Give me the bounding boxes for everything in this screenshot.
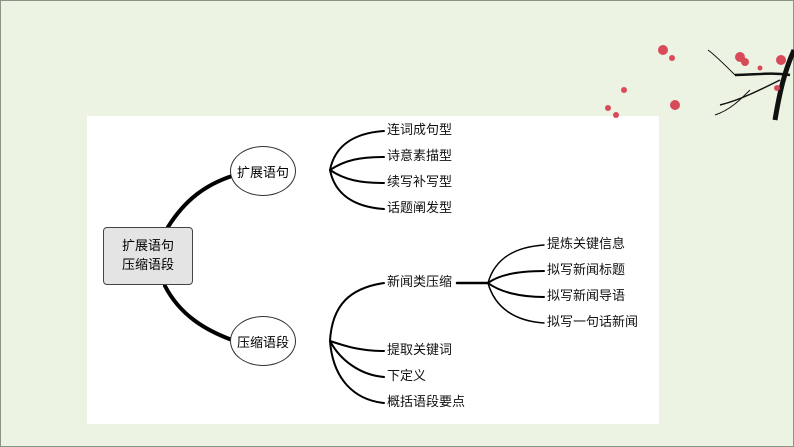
connector-b2-2 bbox=[329, 340, 385, 352]
connector-b1-1 bbox=[329, 130, 385, 171]
news-leaf: 拟写一句话新闻 bbox=[547, 315, 639, 330]
connector-news-3 bbox=[487, 282, 545, 298]
news-leaf: 拟写新闻导语 bbox=[547, 289, 626, 304]
connector-root-branch2 bbox=[163, 284, 234, 342]
connector-root-branch1 bbox=[166, 174, 234, 229]
leaf-node: 续写补写型 bbox=[387, 175, 453, 190]
news-leaf: 提炼关键信息 bbox=[547, 237, 626, 252]
leaf-node: 概括语段要点 bbox=[387, 395, 466, 410]
branch-label: 扩展语句 bbox=[236, 165, 289, 181]
root-node: 扩展语句 压缩语段 bbox=[103, 227, 193, 285]
connector-b1-3 bbox=[329, 169, 385, 184]
branch-label: 压缩语段 bbox=[236, 335, 289, 351]
connector-b1-4 bbox=[329, 169, 385, 210]
leaf-node: 话题阐发型 bbox=[387, 201, 453, 216]
leaf-node: 诗意素描型 bbox=[387, 149, 453, 164]
connector-news-4 bbox=[487, 282, 545, 324]
leaf-node: 提取关键词 bbox=[387, 343, 453, 358]
branch-node-expand: 扩展语句 bbox=[230, 146, 296, 196]
leaf-node-news: 新闻类压缩 bbox=[387, 275, 453, 290]
branch-node-compress: 压缩语段 bbox=[230, 316, 296, 366]
plum-blossom-decoration-icon bbox=[605, 45, 794, 121]
leaf-node: 连词成句型 bbox=[387, 123, 453, 138]
connector-b1-2 bbox=[329, 156, 385, 171]
leaf-node: 下定义 bbox=[387, 369, 427, 384]
root-line2: 压缩语段 bbox=[121, 258, 174, 273]
root-line1: 扩展语句 bbox=[121, 239, 174, 254]
news-leaf: 拟写新闻标题 bbox=[547, 263, 626, 278]
connector-b2-3 bbox=[329, 340, 385, 378]
connector-b2-4 bbox=[329, 340, 385, 404]
connector-news-1 bbox=[487, 244, 545, 284]
connector-news-2 bbox=[487, 270, 545, 284]
connector-b2-1 bbox=[329, 282, 385, 342]
